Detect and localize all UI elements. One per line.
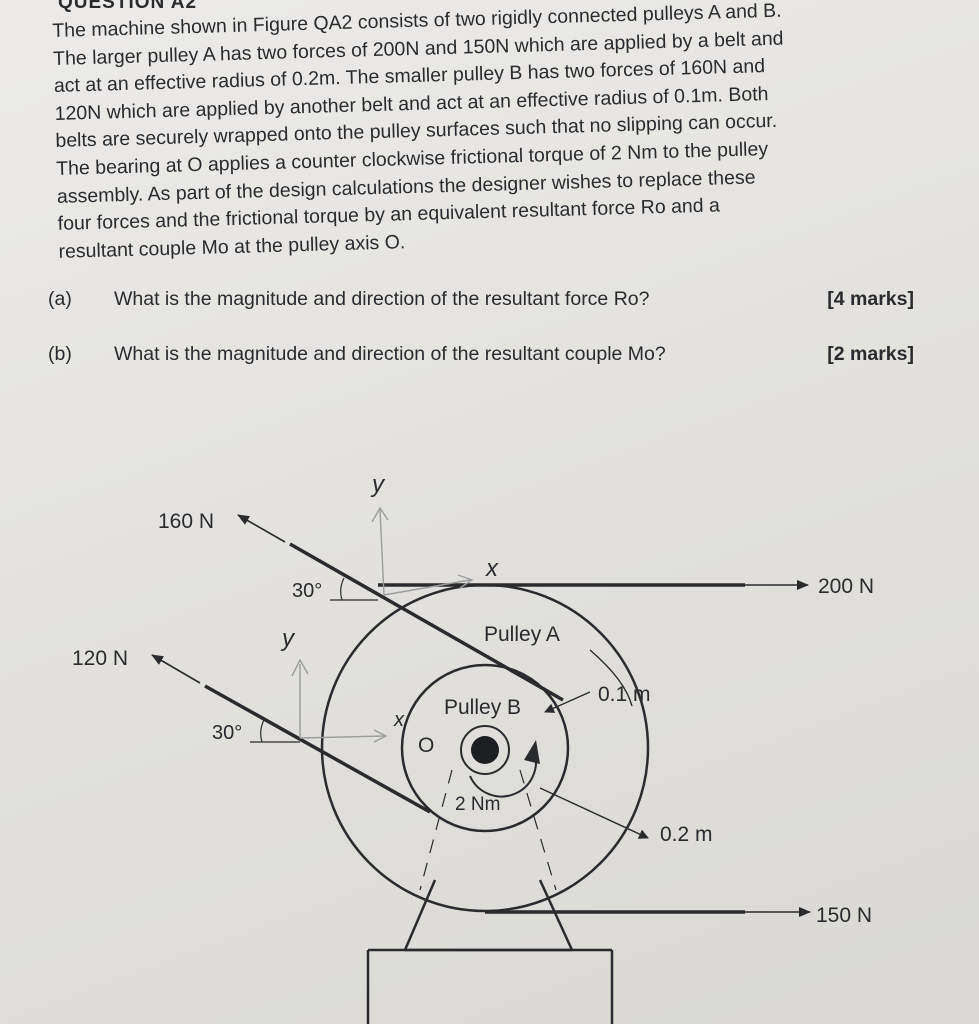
question-b-label: (b) bbox=[48, 343, 72, 365]
angle-bottom-arc bbox=[260, 719, 265, 743]
question-b-text: What is the magnitude and direction of t… bbox=[114, 343, 666, 365]
belt-120n bbox=[204, 684, 431, 814]
pulley-b-label: Pulley B bbox=[444, 696, 521, 719]
question-a-text: What is the magnitude and direction of t… bbox=[114, 288, 650, 310]
center-lines bbox=[419, 769, 557, 891]
arrow-120n bbox=[151, 654, 201, 684]
hand-x-bottom: x bbox=[393, 709, 405, 731]
question-b-marks: [2 marks] bbox=[827, 343, 914, 365]
pulley-a-leader bbox=[589, 649, 633, 707]
force-160-label: 160 N bbox=[158, 510, 214, 533]
radius-b-label: 0.1 m bbox=[598, 683, 651, 706]
hand-y-bottom: y bbox=[280, 625, 296, 652]
axle-hub bbox=[471, 736, 499, 764]
force-120-label: 120 N bbox=[72, 647, 128, 670]
pulley-a-label: Pulley A bbox=[484, 623, 560, 646]
machine-base bbox=[366, 879, 614, 1024]
axis-o-label: O bbox=[418, 734, 434, 757]
angle-bottom-label: 30° bbox=[212, 722, 242, 744]
radius-a-leader bbox=[539, 787, 649, 839]
torque-arrowhead bbox=[524, 740, 540, 764]
question-a-marks: [4 marks] bbox=[827, 288, 914, 310]
force-150-label: 150 N bbox=[816, 904, 872, 927]
arrow-160n bbox=[237, 514, 286, 543]
radius-b-leader bbox=[544, 691, 591, 713]
question-heading: QUESTION A2 bbox=[58, 0, 198, 13]
belt-160n bbox=[289, 542, 564, 702]
force-200-label: 200 N bbox=[818, 575, 874, 598]
torque-label: 2 Nm bbox=[455, 794, 500, 815]
pulley-b-circle bbox=[400, 663, 570, 833]
angle-top-arc bbox=[340, 577, 345, 601]
question-a-label: (a) bbox=[48, 288, 72, 310]
angle-top-label: 30° bbox=[292, 580, 322, 602]
axle-ring bbox=[460, 725, 510, 775]
hand-y-top: y bbox=[370, 471, 386, 498]
radius-a-label: 0.2 m bbox=[660, 823, 713, 846]
hand-x-top: x bbox=[485, 555, 499, 582]
handwritten-axes bbox=[291, 506, 474, 743]
